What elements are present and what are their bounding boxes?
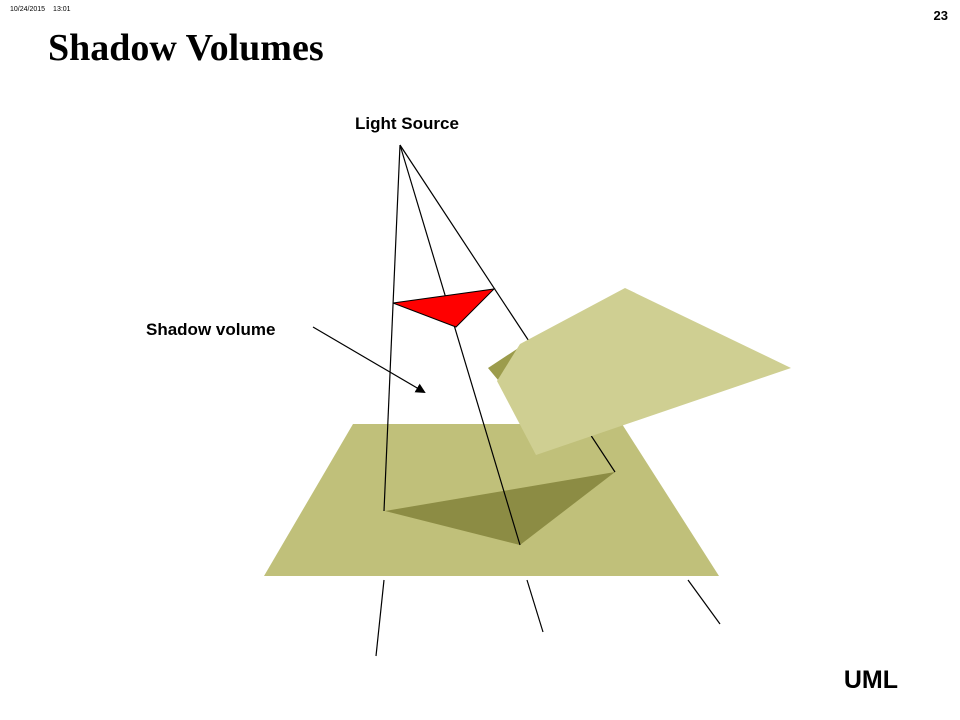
ground-shadow xyxy=(385,472,615,545)
receiver-plane xyxy=(497,288,791,455)
footer-mark: UML xyxy=(843,666,898,694)
slide-title: Shadow Volumes xyxy=(48,27,324,69)
page-number: 23 xyxy=(933,8,948,23)
volume-extension-middle xyxy=(526,579,544,633)
date-text: 10/24/2015 xyxy=(10,6,46,13)
timestamp: 10/24/2015 13:01 xyxy=(10,6,79,13)
light-source-label: Light Source xyxy=(355,114,459,133)
volume-extension-right xyxy=(687,579,721,625)
occluder-triangle xyxy=(392,288,496,328)
shadow-volume-label: Shadow volume xyxy=(146,320,276,339)
time-text: 13:01 xyxy=(53,6,71,13)
volume-edge-middle xyxy=(399,144,521,546)
volume-extension-left xyxy=(375,579,385,657)
volume-edge-left xyxy=(383,144,401,512)
shadow-volume-arrow xyxy=(312,326,426,394)
